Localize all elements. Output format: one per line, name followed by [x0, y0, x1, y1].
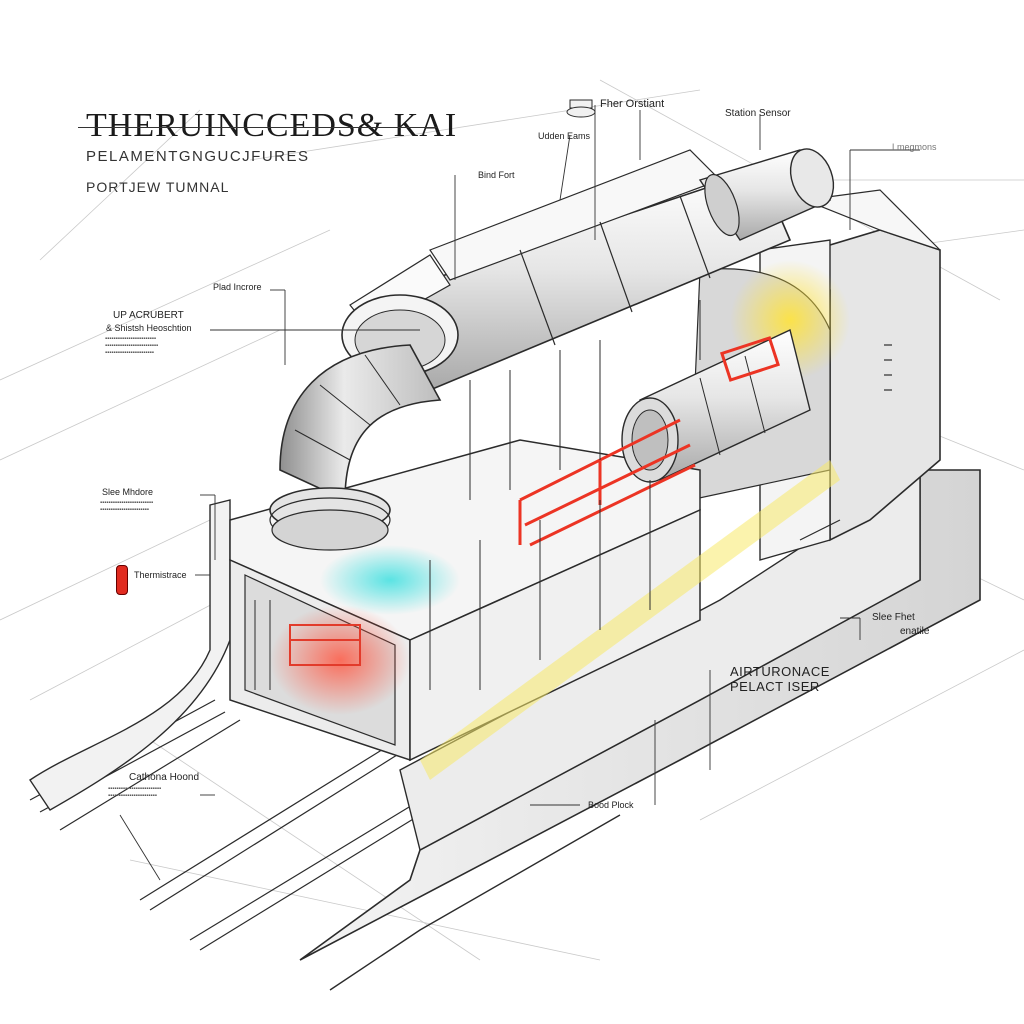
- label-udden-eams: Udden Eams: [538, 131, 591, 141]
- valve-icon: [566, 99, 596, 118]
- label-cathona-hoond: Cathona Hoond: [129, 772, 200, 783]
- heat-trail-yellow: [420, 460, 840, 780]
- label-fher-orstiant: Fher Orstiant: [600, 98, 665, 110]
- label-shist-heoschtion: & Shistsh Heoschtion: [106, 323, 192, 333]
- label-slee-fhet: Slee Fhet: [872, 612, 915, 623]
- right-wall-ticks: [799, 344, 892, 541]
- label-plad-incrore: Plad Incrore: [213, 282, 262, 292]
- tunnel-portal-top: [802, 189, 941, 251]
- title-block: THERUINCCEDS& KAI PELAMENTGNGUCJFURES PO…: [78, 107, 458, 195]
- heater-box-red: [720, 336, 780, 382]
- leader-lines: [119, 105, 920, 881]
- elbow-pipe: [269, 344, 442, 551]
- label-bood-plock: Bood Plock: [588, 800, 634, 810]
- label-thermistrace: Thermistrace: [134, 570, 187, 580]
- machinery-struts: [254, 300, 701, 690]
- tunnel-housing-slab: [399, 468, 921, 852]
- label-right-top: Lmegmons: [892, 142, 937, 152]
- heat-glow-red-front: [270, 605, 410, 715]
- machinery-block-side: [409, 508, 701, 762]
- label-slee-fhet-sub: enatile: [900, 626, 930, 637]
- fine-print-block-3: ▪▪▪▪▪▪▪▪▪▪▪▪▪▪▪▪▪▪▪▪▪▪▪▪▪▪▪▪▪▪▪▪▪▪▪▪▪▪▪▪…: [108, 786, 162, 799]
- duct-exhaust: [698, 148, 835, 241]
- diagram-title: THERUINCCEDS& KAI: [86, 107, 458, 144]
- label-slee-mhdore: Slee Mhdore: [102, 487, 154, 497]
- label-up-acrubert: UP ACRUBERT: [113, 310, 184, 321]
- fine-print-block-2: ▪▪▪▪▪▪▪▪▪▪▪▪▪▪▪▪▪▪▪▪▪▪▪▪▪▪▪▪▪▪▪▪▪▪▪▪▪▪▪▪…: [100, 500, 154, 513]
- cool-glow-cyan: [320, 545, 460, 615]
- fine-print-block-1: ▪▪▪▪▪▪▪▪▪▪▪▪▪▪▪▪▪▪▪▪▪▪▪▪▪▪▪▪▪▪▪▪▪▪▪▪▪▪▪▪…: [105, 336, 159, 356]
- tunnel-floor-rails: [29, 699, 621, 991]
- main-duct: [341, 149, 792, 391]
- label-airturonace: AIRTURONACE: [730, 664, 830, 679]
- label-station-sensor: Station Sensor: [725, 108, 791, 119]
- label-bind-fort: Bind Fort: [478, 170, 515, 180]
- diagram-subtitle-2: PORTJEW TUMNAL: [86, 179, 230, 195]
- diagram-subtitle: PELAMENTGNGUCJFURES: [86, 148, 310, 165]
- label-pelact-iser: PELACT ISER: [730, 679, 820, 694]
- heater-rack-front: [289, 624, 361, 666]
- status-marker-icon: [116, 565, 128, 595]
- title-rule: [78, 127, 438, 128]
